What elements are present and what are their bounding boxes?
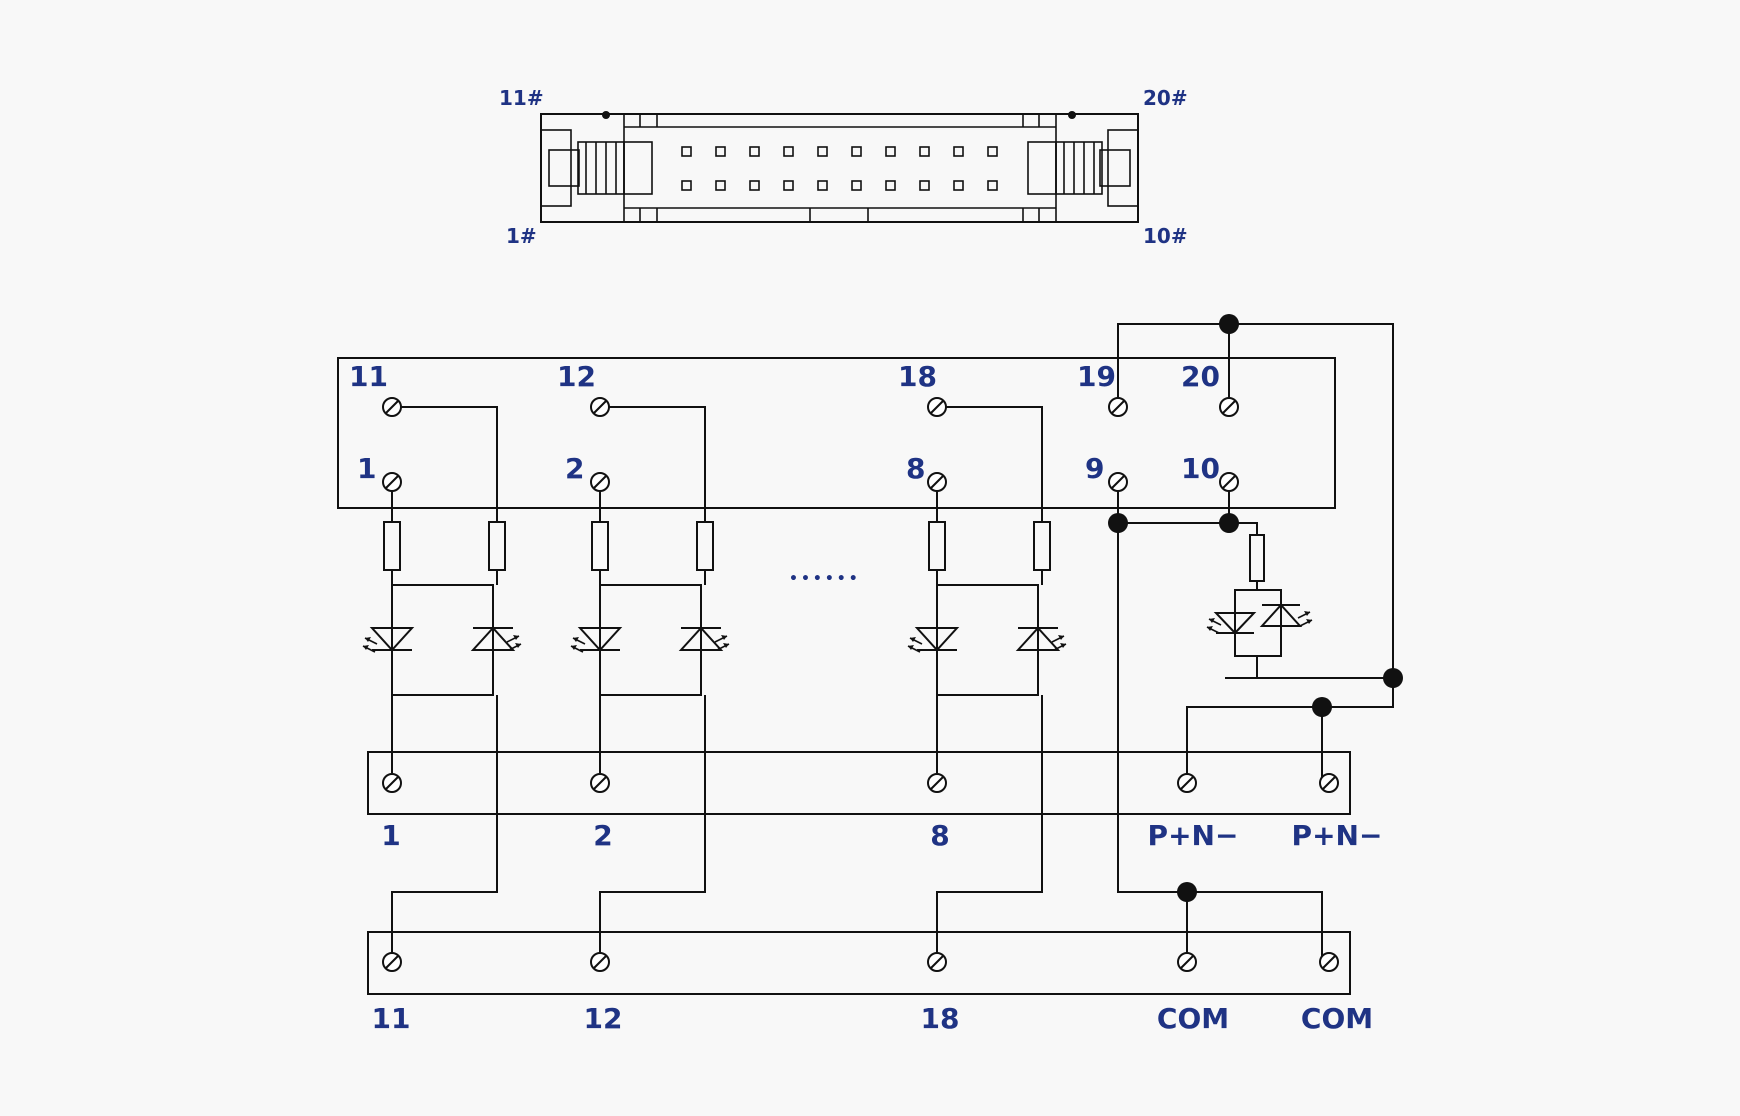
power-wiring bbox=[1108, 314, 1403, 962]
connector-pin bbox=[681, 146, 692, 157]
strip1-label: 2 bbox=[593, 819, 612, 852]
strip2-label: 11 bbox=[372, 1002, 411, 1035]
connector-pin bbox=[783, 180, 794, 191]
inner-bottom-label: 1 bbox=[357, 452, 376, 485]
inner-bottom-label: 2 bbox=[565, 452, 584, 485]
inner-top-label: 11 bbox=[349, 360, 388, 393]
strip2-label: 18 bbox=[921, 1002, 960, 1035]
channel-wiring bbox=[391, 406, 1043, 953]
connector-pin bbox=[749, 146, 760, 157]
inner-top-label: 12 bbox=[557, 360, 596, 393]
connector-pin bbox=[715, 180, 726, 191]
strip-1-screws bbox=[382, 773, 1339, 793]
connector-pin bbox=[817, 180, 828, 191]
inner-bottom-label: 9 bbox=[1085, 452, 1104, 485]
pin-label-11: 11# bbox=[499, 86, 544, 110]
strip2-label: COM bbox=[1157, 1002, 1229, 1035]
connector-pin bbox=[749, 180, 760, 191]
pin-label-20: 20# bbox=[1143, 86, 1188, 110]
input-terminal-screws bbox=[382, 397, 1239, 492]
inner-top-label: 18 bbox=[898, 360, 937, 393]
opto-led-pair bbox=[570, 584, 730, 696]
pin-label-1: 1# bbox=[506, 224, 537, 248]
connector-pin bbox=[987, 146, 998, 157]
inner-bottom-label: 8 bbox=[906, 452, 925, 485]
ellipsis: •••••• bbox=[789, 571, 861, 587]
terminal-strip-1 bbox=[367, 751, 1351, 815]
inner-top-label: 19 bbox=[1077, 360, 1116, 393]
inner-bottom-label: 10 bbox=[1181, 452, 1220, 485]
connector-pin bbox=[885, 180, 896, 191]
connector-pin bbox=[885, 146, 896, 157]
opto-led-pair bbox=[362, 584, 522, 696]
pin-label-10: 10# bbox=[1143, 224, 1188, 248]
strip-2-labels: 11 12 18 COM COM bbox=[372, 1002, 1374, 1035]
power-led bbox=[1206, 589, 1393, 679]
connector-pin bbox=[919, 146, 930, 157]
connector-pin bbox=[817, 146, 828, 157]
strip2-label: 12 bbox=[584, 1002, 623, 1035]
connector-pin bbox=[919, 180, 930, 191]
strip1-label: P+N− bbox=[1148, 819, 1239, 852]
terminal-strip-2 bbox=[367, 931, 1351, 995]
strip-1-labels: 1 2 8 P+N− P+N− bbox=[381, 819, 1382, 852]
connector-pin bbox=[953, 180, 964, 191]
connector-pin bbox=[851, 146, 862, 157]
connector-pin bbox=[987, 180, 998, 191]
inner-top-label: 20 bbox=[1181, 360, 1220, 393]
strip-2-screws bbox=[382, 952, 1339, 972]
led-indicators bbox=[362, 584, 1393, 696]
connector-pin bbox=[953, 146, 964, 157]
strip1-label: 8 bbox=[930, 819, 949, 852]
connector-pin bbox=[715, 146, 726, 157]
opto-led-pair bbox=[907, 584, 1067, 696]
input-terminal-labels: 11 12 18 19 20 1 2 8 9 10 bbox=[349, 360, 1220, 485]
connector-pin bbox=[681, 180, 692, 191]
connector-pin bbox=[783, 146, 794, 157]
strip1-label: P+N− bbox=[1292, 819, 1383, 852]
strip2-label: COM bbox=[1301, 1002, 1373, 1035]
strip1-label: 1 bbox=[381, 819, 400, 852]
ribbon-connector bbox=[540, 111, 1139, 223]
input-terminal-block bbox=[337, 357, 1336, 509]
connector-pin bbox=[851, 180, 862, 191]
